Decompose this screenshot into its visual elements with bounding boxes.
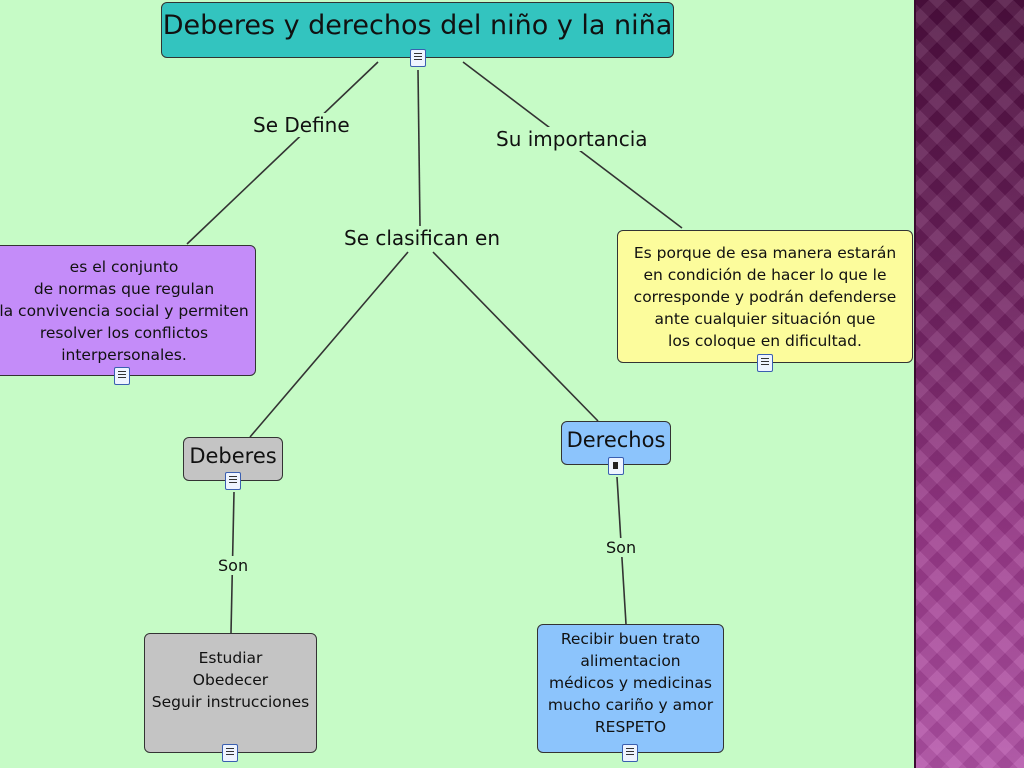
link-label-son-deberes: Son: [216, 556, 251, 575]
decorative-side-panel: [914, 0, 1024, 768]
importance-text: Es porque de esa manera estarán en condi…: [633, 243, 897, 350]
film-icon[interactable]: [608, 457, 624, 475]
link-title-se-define: [186, 61, 379, 245]
link-title-se-clasifican: [417, 69, 421, 227]
derechos-list-text: Recibir buen trato alimentacion médicos …: [547, 629, 714, 736]
document-icon[interactable]: [222, 744, 238, 762]
deberes-text: Deberes: [189, 444, 277, 468]
link-label-se-clasifican: Se clasifican en: [342, 226, 503, 250]
definition-text: es el conjunto de normas que regulan la …: [0, 257, 249, 364]
document-icon[interactable]: [622, 744, 638, 762]
document-icon[interactable]: [757, 354, 773, 372]
deberes-list-node[interactable]: Estudiar Obedecer Seguir instrucciones: [144, 633, 317, 753]
root-topic-node[interactable]: Deberes y derechos del niño y la niña: [161, 2, 674, 58]
document-icon[interactable]: [410, 49, 426, 67]
link-se-clasifican-derechos: [432, 251, 599, 422]
link-label-son-derechos: Son: [604, 538, 639, 557]
deberes-list-text: Estudiar Obedecer Seguir instrucciones: [151, 649, 310, 711]
root-topic-text: Deberes y derechos del niño y la niña: [162, 9, 673, 41]
link-label-se-define: Se Define: [251, 113, 352, 137]
derechos-text: Derechos: [566, 428, 666, 452]
link-se-clasifican-deberes: [249, 251, 409, 438]
definition-node[interactable]: es el conjunto de normas que regulan la …: [0, 245, 256, 376]
document-icon[interactable]: [114, 367, 130, 385]
link-label-su-importancia: Su importancia: [494, 127, 650, 151]
document-icon[interactable]: [225, 472, 241, 490]
derechos-list-node[interactable]: Recibir buen trato alimentacion médicos …: [537, 624, 724, 753]
importance-node[interactable]: Es porque de esa manera estarán en condi…: [617, 230, 913, 363]
